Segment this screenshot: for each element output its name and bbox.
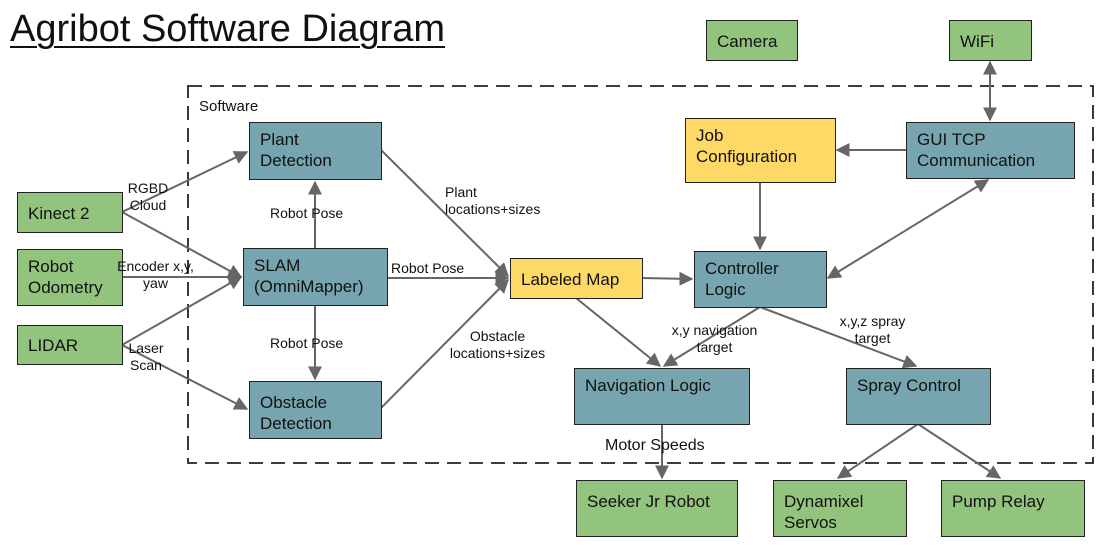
node-slam[interactable]: SLAM (OmniMapper)	[243, 248, 388, 306]
edge-lidar-slam	[121, 276, 243, 346]
edge-label-robot-pose-down: Robot Pose	[270, 335, 344, 351]
edge-kinect-plant	[121, 151, 249, 213]
node-gui-tcp-communication[interactable]: GUI TCP Communication	[906, 122, 1075, 179]
edge-label-spray-target: x,y,z spray target	[839, 313, 906, 346]
edge-map-controller	[641, 271, 694, 286]
edge-controller-navigation	[662, 306, 761, 367]
node-plant-detection[interactable]: Plant Detection	[249, 122, 382, 180]
edge-label-laser-scan: Laser Scan	[128, 340, 164, 373]
node-obstacle-detection[interactable]: Obstacle Detection	[249, 381, 382, 439]
node-seeker-jr-robot[interactable]: Seeker Jr Robot	[576, 480, 738, 537]
software-group-boundary	[187, 85, 1094, 464]
edge-spray-dynamixel	[836, 423, 919, 479]
edge-label-obstacle-locations: Obstacle locations+sizes	[449, 328, 546, 361]
node-job-configuration[interactable]: Job Configuration	[685, 118, 836, 183]
edge-kinect-slam	[121, 211, 243, 278]
node-controller-logic[interactable]: Controller Logic	[694, 251, 827, 308]
edge-label-motor-speeds: Motor Speeds	[605, 437, 705, 454]
node-camera[interactable]: Camera	[706, 20, 798, 61]
node-lidar[interactable]: LIDAR	[17, 325, 123, 365]
node-navigation-logic[interactable]: Navigation Logic	[574, 368, 750, 425]
node-robot-odometry[interactable]: Robot Odometry	[17, 249, 123, 306]
node-labeled-map[interactable]: Labeled Map	[510, 258, 643, 299]
node-pump-relay[interactable]: Pump Relay	[941, 480, 1085, 537]
edge-obstacle-map	[380, 279, 509, 409]
edge-map-navigation	[575, 297, 662, 367]
software-group-label: Software	[199, 98, 259, 115]
edge-label-nav-target: x,y navigation target	[671, 322, 758, 355]
edge-label-rgbd-cloud: RGBD Cloud	[127, 180, 169, 213]
edge-label-robot-pose-right: Robot Pose	[391, 260, 465, 276]
edge-label-robot-pose-up: Robot Pose	[270, 205, 344, 221]
edge-label-plant-locations: Plant locations+sizes	[445, 184, 541, 217]
diagram-title: Agribot Software Diagram	[10, 8, 446, 50]
node-spray-control[interactable]: Spray Control	[846, 368, 991, 425]
node-wifi[interactable]: WiFi	[949, 20, 1032, 61]
edge-label-encoder: Encoder x,y, yaw	[117, 258, 194, 291]
edge-gui-controller	[826, 179, 990, 279]
node-kinect[interactable]: Kinect 2	[17, 192, 123, 233]
edge-plant-map	[380, 149, 509, 277]
edge-spray-pump	[917, 423, 1002, 479]
edge-lidar-obstacle	[121, 344, 249, 410]
node-dynamixel-servos[interactable]: Dynamixel Servos	[773, 480, 907, 537]
edge-controller-spray	[759, 306, 918, 369]
